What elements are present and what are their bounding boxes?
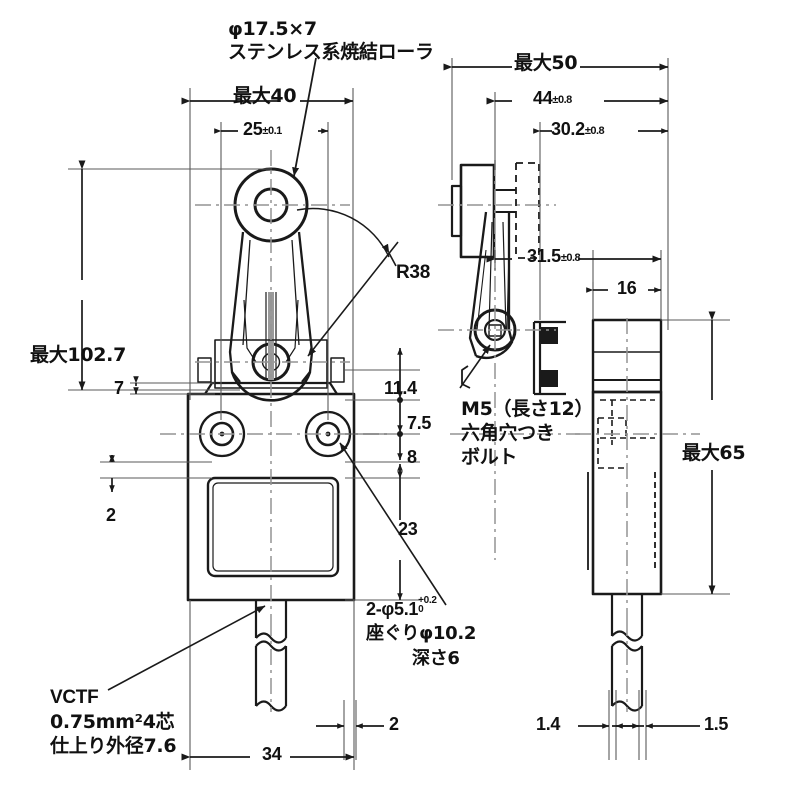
center-lines bbox=[160, 150, 700, 712]
dim-max102-7: 最大102.7 bbox=[30, 344, 126, 366]
dim-1-5: 1.5 bbox=[704, 714, 729, 734]
bolt-label-line3: ボルト bbox=[461, 446, 518, 468]
dim-31-5: 31.5±0.8 bbox=[527, 246, 581, 266]
bolt-label-line2: 六角穴つき bbox=[461, 422, 555, 444]
right-view-geometry bbox=[587, 318, 663, 712]
cable-label-line2: 0.75mm²4芯 bbox=[50, 711, 175, 733]
dim-44: 44±0.8 bbox=[533, 88, 572, 108]
dim-8: 8 bbox=[407, 447, 417, 467]
dimension-arrows bbox=[78, 63, 716, 761]
dim-max40: 最大40 bbox=[233, 85, 297, 107]
radius-label: R38 bbox=[396, 262, 430, 283]
roller-material-label: ステンレス系焼結ローラ bbox=[228, 41, 434, 63]
cable-label-line3: 仕上り外径7.6 bbox=[50, 735, 177, 757]
dim-11-4: 11.4 bbox=[384, 378, 417, 398]
dim-max65: 最大65 bbox=[682, 442, 746, 464]
dim-16: 16 bbox=[617, 278, 637, 298]
cable-label-line1: VCTF bbox=[50, 687, 99, 708]
dim-7-5: 7.5 bbox=[407, 413, 432, 433]
side-view-geometry bbox=[450, 162, 566, 396]
hole-spec-line3: 深さ6 bbox=[412, 648, 460, 669]
bolt-label-line1: M5（長さ12） bbox=[461, 398, 594, 420]
roller-dia-label: φ17.5×7 bbox=[228, 18, 317, 40]
dim-30-2: 30.2±0.8 bbox=[551, 119, 605, 139]
extension-lines bbox=[68, 58, 730, 770]
dim-2-bottom: 2 bbox=[389, 714, 399, 734]
dim-max50: 最大50 bbox=[514, 52, 578, 74]
dim-23: 23 bbox=[398, 519, 418, 539]
hole-spec-line2: 座ぐりφ10.2 bbox=[366, 623, 477, 644]
dim-1-4: 1.4 bbox=[536, 714, 561, 734]
leader-lines bbox=[107, 57, 491, 691]
dim-2-left: 2 bbox=[106, 505, 116, 525]
dim-7: 7 bbox=[114, 378, 124, 398]
dim-34: 34 bbox=[262, 744, 282, 764]
dim-25: 25±0.1 bbox=[243, 119, 282, 139]
